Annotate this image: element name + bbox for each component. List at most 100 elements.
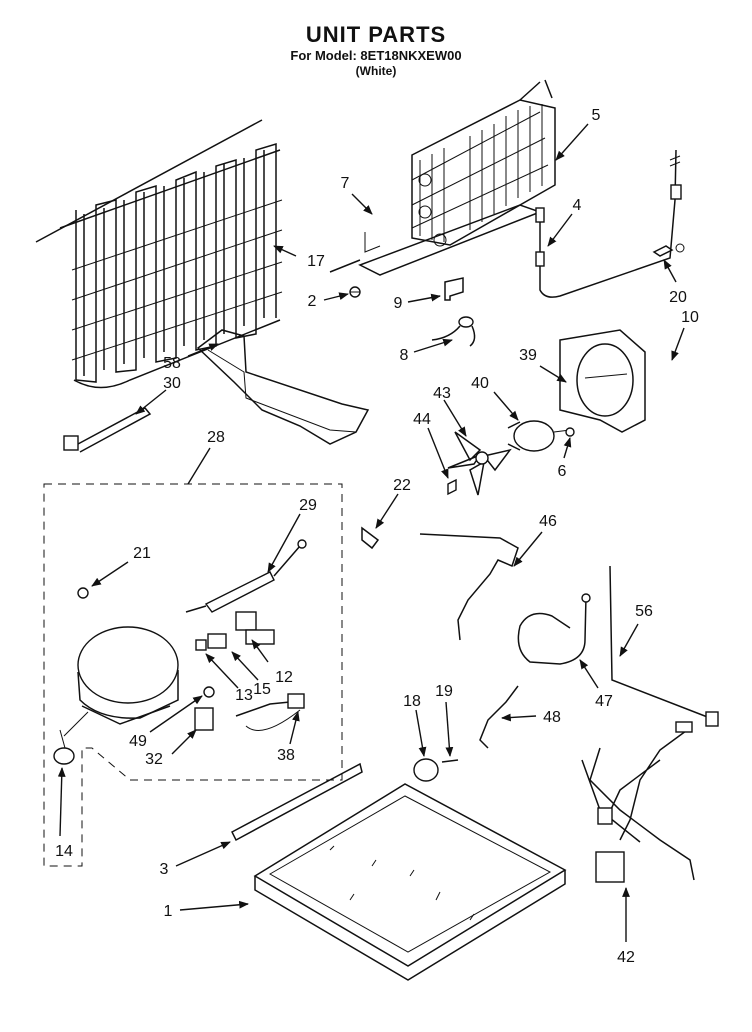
screw-bracket-parts bbox=[349, 277, 464, 301]
callout-56: 49 bbox=[129, 733, 147, 750]
leader-2 bbox=[323, 292, 349, 301]
leader-7 bbox=[351, 193, 373, 215]
leader-56 bbox=[149, 695, 203, 733]
leader-8 bbox=[413, 338, 453, 353]
callout-14: 14 bbox=[55, 843, 73, 860]
leader-17 bbox=[415, 709, 427, 757]
leader-1 bbox=[179, 900, 249, 911]
leader-49 bbox=[619, 623, 639, 657]
tubing-part-46 bbox=[419, 533, 519, 641]
callout-19: 20 bbox=[669, 289, 687, 306]
clip-part bbox=[652, 243, 685, 257]
tubing-part-21 bbox=[231, 762, 363, 842]
grommet-part bbox=[431, 316, 476, 347]
leader-39 bbox=[539, 365, 567, 383]
callout-18: 19 bbox=[435, 683, 453, 700]
leader-15 bbox=[231, 651, 259, 681]
callout-49: 56 bbox=[635, 603, 653, 620]
leader-18 bbox=[445, 701, 454, 757]
callout-40: 40 bbox=[471, 375, 489, 392]
fan-shroud bbox=[559, 329, 646, 433]
page-title: UNIT PARTS bbox=[305, 22, 447, 47]
leader-5 bbox=[555, 123, 589, 161]
leader-21 bbox=[175, 841, 231, 867]
callout-22: 22 bbox=[393, 477, 411, 494]
leader-48 bbox=[501, 713, 537, 722]
drain-pan bbox=[196, 329, 370, 445]
leader-32 bbox=[171, 729, 197, 755]
leader-4 bbox=[547, 213, 573, 247]
leader-14 bbox=[57, 767, 66, 837]
leader-3 bbox=[273, 245, 297, 257]
callout-43: 43 bbox=[433, 385, 451, 402]
cord-clamp bbox=[63, 407, 152, 453]
wiring-harness bbox=[581, 721, 695, 883]
leader-30 bbox=[135, 389, 167, 415]
callout-44: 44 bbox=[413, 411, 431, 428]
leader-44 bbox=[427, 427, 449, 479]
callout-1: 1 bbox=[164, 903, 173, 920]
defrost-heater bbox=[535, 149, 682, 298]
leader-6 bbox=[563, 437, 572, 459]
evaporator-assembly bbox=[329, 79, 556, 276]
capacitor-parts bbox=[194, 686, 305, 731]
fan-blade bbox=[447, 431, 512, 496]
caster-parts bbox=[413, 758, 459, 782]
callout-39: 39 bbox=[519, 347, 537, 364]
tubing-part-48 bbox=[479, 685, 519, 749]
callout-38: 38 bbox=[277, 747, 295, 764]
leader-9 bbox=[407, 293, 441, 303]
callout-8: 8 bbox=[400, 347, 409, 364]
compressor bbox=[53, 587, 179, 765]
callout-20: 21 bbox=[133, 545, 151, 562]
compressor-group-frame bbox=[43, 483, 343, 867]
callout-7: 7 bbox=[341, 175, 350, 192]
callout-6: 6 bbox=[558, 463, 567, 480]
callout-30: 30 bbox=[163, 375, 181, 392]
fan-motor bbox=[507, 420, 575, 452]
base-frame bbox=[253, 783, 567, 981]
leader-58 bbox=[187, 343, 219, 357]
callout-17: 18 bbox=[403, 693, 421, 710]
leader-43 bbox=[443, 399, 467, 437]
tubing-part-49 bbox=[609, 565, 719, 727]
leader-12 bbox=[251, 639, 269, 663]
model-number: For Model: 8ET18NKXEW00 bbox=[290, 48, 462, 63]
clip-part-22 bbox=[361, 526, 380, 550]
leader-20 bbox=[91, 561, 129, 587]
callout-48: 48 bbox=[543, 709, 561, 726]
leader-29 bbox=[267, 513, 301, 573]
callout-21: 3 bbox=[160, 861, 169, 878]
callout-2: 2 bbox=[308, 293, 317, 310]
callout-32: 32 bbox=[145, 751, 163, 768]
leader-10 bbox=[671, 327, 685, 361]
callout-15: 15 bbox=[253, 681, 271, 698]
callout-12: 12 bbox=[275, 669, 293, 686]
leader-19 bbox=[663, 259, 677, 283]
tubing-part-47 bbox=[517, 593, 591, 665]
callout-13: 13 bbox=[235, 687, 253, 704]
leader-38 bbox=[289, 711, 300, 745]
leader-46 bbox=[513, 531, 543, 567]
callout-28: 28 bbox=[207, 429, 225, 446]
callout-58: 58 bbox=[163, 355, 181, 372]
callout-29: 29 bbox=[299, 497, 317, 514]
leader-22 bbox=[375, 493, 399, 529]
callout-42: 42 bbox=[617, 949, 635, 966]
callout-46: 46 bbox=[539, 513, 557, 530]
leader-40 bbox=[493, 391, 519, 421]
condenser-coil bbox=[35, 119, 283, 389]
callout-3: 17 bbox=[307, 253, 325, 270]
callout-4: 4 bbox=[573, 197, 582, 214]
callout-10: 10 bbox=[681, 309, 699, 326]
leader-13 bbox=[205, 653, 239, 689]
callout-9: 9 bbox=[394, 295, 403, 312]
filter-drier bbox=[185, 539, 307, 613]
callout-47: 47 bbox=[595, 693, 613, 710]
nut-part bbox=[447, 478, 457, 496]
leader-28 bbox=[187, 447, 211, 485]
relay-overload bbox=[195, 611, 275, 651]
callout-5: 5 bbox=[592, 107, 601, 124]
